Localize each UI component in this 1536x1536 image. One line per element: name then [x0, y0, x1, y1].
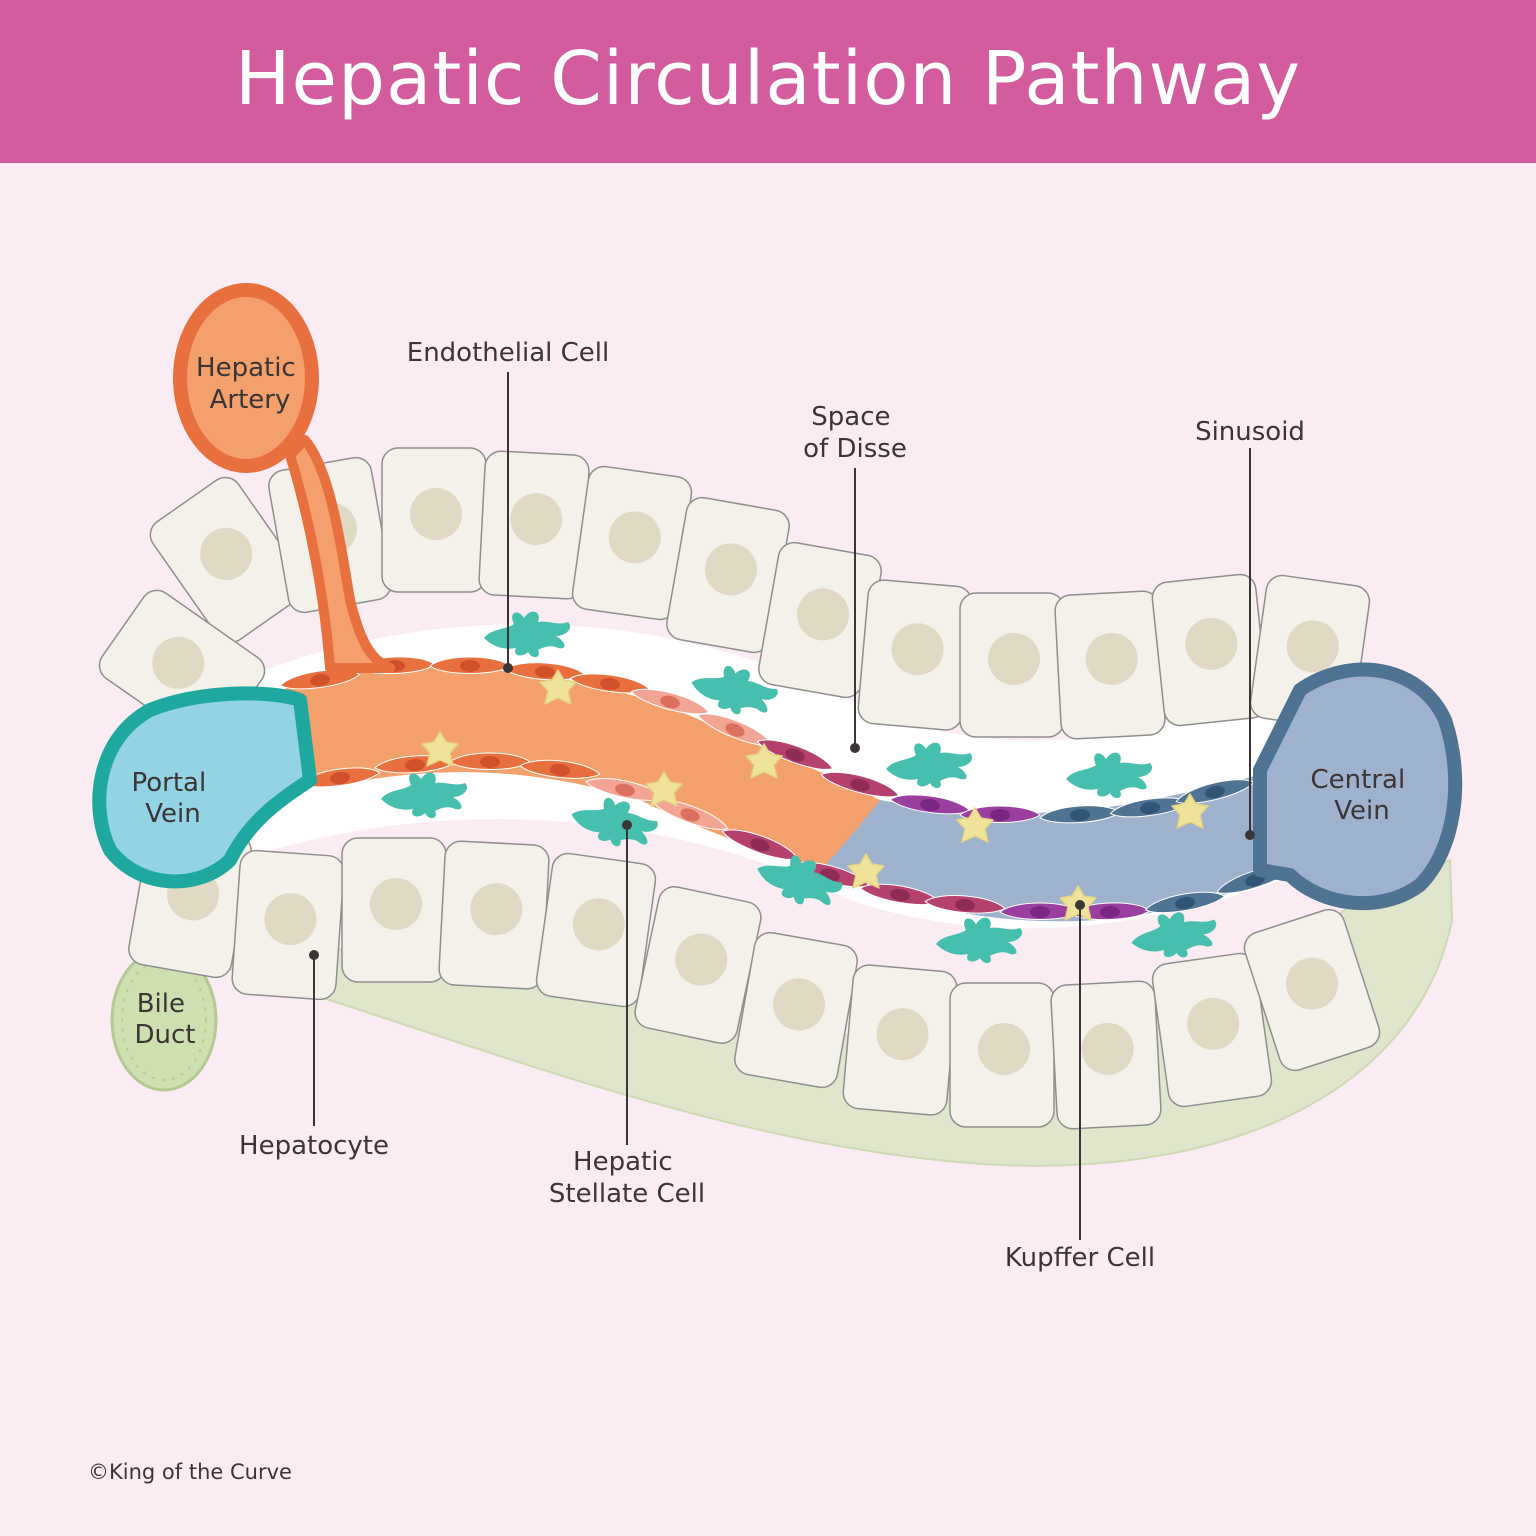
endothelial-cell — [820, 771, 900, 798]
hepatocyte-cell — [149, 476, 307, 644]
hepatic-stellate-cell-label: Hepatic Stellate Cell — [549, 1147, 705, 1209]
hepatocyte-cell — [341, 837, 447, 983]
hepatocyte-cell — [381, 447, 487, 593]
hepatocyte-cell — [734, 931, 858, 1089]
hepatocyte-cell — [949, 982, 1055, 1128]
portal-vein-label: Portal Vein — [132, 768, 215, 829]
endothelial-cell — [299, 767, 381, 788]
endothelial-cell — [999, 902, 1081, 920]
copyright-notice: ©King of the Curve — [88, 1460, 292, 1484]
endothelial-cell — [504, 662, 586, 681]
sinusoid-label: Sinusoid — [1195, 417, 1305, 447]
hepatocyte-label: Hepatocyte — [239, 1131, 389, 1161]
hepatocyte-cell — [478, 450, 590, 600]
hepatocyte-cell — [1151, 573, 1269, 727]
hepatic-artery — [173, 283, 395, 673]
endothelial-cell — [1144, 891, 1226, 914]
hepatocyte-cell — [231, 849, 345, 1001]
hepatocyte-cell — [1050, 980, 1162, 1130]
hepatocytes — [98, 447, 1381, 1130]
space-of-disse-label: Space of Disse — [803, 402, 907, 464]
hepatocyte-cell — [438, 840, 550, 990]
endothelial-cell — [279, 669, 361, 690]
endothelial-cell-label: Endothelial Cell — [407, 338, 609, 368]
bile-duct-label: Bile Duct — [135, 989, 196, 1050]
endothelial-cell — [1175, 779, 1255, 804]
hepatocyte-cell — [1054, 590, 1166, 740]
central-vein — [1253, 662, 1463, 911]
page-title: Hepatic Circulation Pathway — [234, 35, 1302, 122]
kupffer-cell-label: Kupffer Cell — [1005, 1243, 1155, 1273]
header-banner: Hepatic Circulation Pathway — [0, 0, 1536, 163]
hepatocyte-cell — [634, 885, 762, 1045]
hepatocyte-cell — [842, 964, 958, 1116]
endothelial-cell — [519, 759, 601, 779]
hepatic-artery-label: Hepatic Artery — [196, 353, 304, 415]
hepatocyte-cell — [1151, 952, 1273, 1108]
hepatocyte-cell — [758, 541, 882, 699]
endothelial-cell — [585, 778, 665, 801]
hepatocyte-cell — [857, 579, 973, 731]
portal-vein — [92, 686, 317, 889]
hepatocyte-cell — [571, 465, 693, 621]
hepatocyte-cell — [666, 496, 790, 654]
hepatocyte-cell — [1243, 908, 1381, 1072]
hepatocyte-cell — [959, 592, 1065, 738]
hepatocyte-cell — [535, 852, 657, 1008]
endothelial-cell — [1109, 797, 1191, 818]
central-vein-label: Central Vein — [1311, 765, 1414, 826]
endothelial-cell — [630, 688, 710, 715]
leader-lines — [309, 372, 1255, 1240]
